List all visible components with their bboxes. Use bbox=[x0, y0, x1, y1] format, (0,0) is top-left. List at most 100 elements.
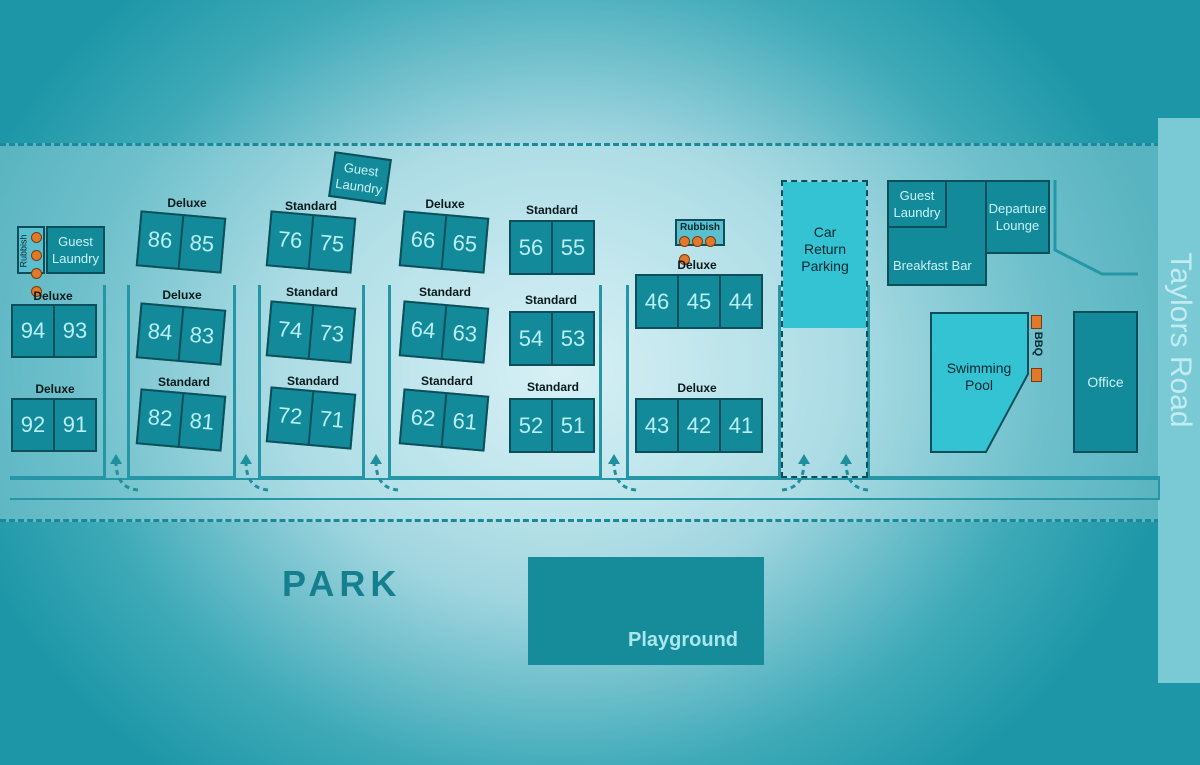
unit-type-label: Deluxe bbox=[677, 381, 717, 395]
arrow-icon bbox=[781, 461, 806, 492]
unit-73[interactable]: 73 bbox=[318, 319, 346, 347]
unit-pair-52-51[interactable]: 52 51 bbox=[509, 398, 595, 453]
unit-pair-72-71[interactable]: 72 71 bbox=[265, 386, 357, 450]
unit-type-label: Standard bbox=[418, 285, 472, 299]
arrow-icon bbox=[612, 461, 637, 492]
lane-wall bbox=[258, 285, 261, 478]
unit-54[interactable]: 54 bbox=[511, 313, 553, 364]
bin-icon bbox=[31, 250, 42, 261]
unit-82[interactable]: 82 bbox=[137, 390, 185, 446]
rubbish-bins-left: Rubbish bbox=[17, 226, 45, 297]
unit-55[interactable]: 55 bbox=[560, 234, 586, 260]
unit-52[interactable]: 52 bbox=[511, 400, 553, 451]
arrow-icon bbox=[844, 461, 869, 492]
unit-94[interactable]: 94 bbox=[13, 306, 55, 356]
unit-85[interactable]: 85 bbox=[188, 229, 216, 257]
driveway bbox=[10, 478, 1160, 500]
unit-42[interactable]: 42 bbox=[679, 400, 721, 451]
guest-laundry-left: Guest Laundry bbox=[46, 226, 105, 274]
car-return-parking-zone bbox=[781, 180, 868, 478]
unit-type-label: Standard bbox=[284, 199, 338, 213]
unit-43[interactable]: 43 bbox=[637, 400, 679, 451]
unit-pair-76-75[interactable]: 76 75 bbox=[265, 210, 357, 274]
bbq-label: BBQ bbox=[1032, 331, 1045, 357]
lane-wall bbox=[867, 285, 870, 478]
unit-81[interactable]: 81 bbox=[188, 407, 216, 435]
row-base bbox=[867, 476, 1160, 479]
unit-56[interactable]: 56 bbox=[511, 222, 553, 273]
unit-61[interactable]: 61 bbox=[451, 407, 479, 435]
unit-type-label: Deluxe bbox=[167, 196, 207, 210]
unit-65[interactable]: 65 bbox=[451, 229, 479, 257]
unit-pair-66-65[interactable]: 66 65 bbox=[398, 210, 490, 274]
unit-71[interactable]: 71 bbox=[318, 405, 346, 433]
path-line bbox=[1053, 180, 1138, 276]
unit-pair-64-63[interactable]: 64 63 bbox=[398, 300, 490, 364]
lane-wall bbox=[362, 285, 365, 478]
swimming-pool[interactable] bbox=[930, 312, 1035, 454]
car-return-label: Car Return Parking bbox=[801, 224, 849, 274]
rubbish-label-left: Rubbish bbox=[18, 234, 29, 268]
unit-66[interactable]: 66 bbox=[400, 212, 448, 268]
guest-laundry-right: Guest Laundry bbox=[887, 180, 947, 228]
unit-type-label: Deluxe bbox=[162, 288, 202, 302]
unit-72[interactable]: 72 bbox=[267, 388, 315, 444]
rubbish-bins-mid: Rubbish bbox=[675, 219, 725, 265]
bin-icon bbox=[31, 286, 42, 297]
unit-76[interactable]: 76 bbox=[267, 212, 315, 268]
lane-wall bbox=[388, 285, 391, 478]
unit-93[interactable]: 93 bbox=[62, 318, 88, 343]
boundary-bottom bbox=[0, 519, 1160, 522]
bin-icon bbox=[31, 268, 42, 279]
unit-pair-86-85[interactable]: 86 85 bbox=[135, 210, 227, 274]
lane-wall bbox=[599, 285, 602, 478]
unit-91[interactable]: 91 bbox=[62, 412, 88, 437]
car-return-parking[interactable]: Car Return Parking bbox=[783, 182, 866, 328]
unit-84[interactable]: 84 bbox=[137, 304, 185, 360]
unit-63[interactable]: 63 bbox=[451, 319, 479, 347]
unit-type-label: Standard bbox=[157, 375, 211, 389]
unit-51[interactable]: 51 bbox=[560, 412, 586, 438]
arrow-icon bbox=[374, 461, 399, 492]
unit-pair-82-81[interactable]: 82 81 bbox=[135, 388, 227, 452]
bin-icon bbox=[705, 236, 716, 247]
row-base bbox=[388, 476, 602, 479]
row-base bbox=[258, 476, 365, 479]
unit-92[interactable]: 92 bbox=[13, 400, 55, 450]
unit-86[interactable]: 86 bbox=[137, 212, 185, 268]
unit-75[interactable]: 75 bbox=[318, 229, 346, 257]
unit-type-label: Standard bbox=[285, 285, 339, 299]
unit-pair-56-55[interactable]: 56 55 bbox=[509, 220, 595, 275]
unit-type-label: Deluxe bbox=[33, 289, 73, 303]
boundary-top bbox=[0, 143, 1160, 146]
unit-pair-54-53[interactable]: 54 53 bbox=[509, 311, 595, 366]
unit-type-label: Standard bbox=[525, 203, 579, 217]
unit-41[interactable]: 41 bbox=[728, 412, 754, 438]
unit-44[interactable]: 44 bbox=[728, 288, 754, 314]
unit-pair-74-73[interactable]: 74 73 bbox=[265, 300, 357, 364]
unit-83[interactable]: 83 bbox=[188, 321, 216, 349]
unit-64[interactable]: 64 bbox=[400, 302, 448, 358]
unit-pair-92-91[interactable]: 92 91 bbox=[11, 398, 97, 452]
unit-62[interactable]: 62 bbox=[400, 390, 448, 446]
unit-53[interactable]: 53 bbox=[560, 325, 586, 351]
unit-block-46-44[interactable]: 46 45 44 bbox=[635, 274, 763, 329]
arrow-icon bbox=[114, 461, 139, 492]
unit-45[interactable]: 45 bbox=[679, 276, 721, 327]
unit-pair-62-61[interactable]: 62 61 bbox=[398, 388, 490, 452]
lane-wall bbox=[626, 285, 629, 478]
unit-pair-84-83[interactable]: 84 83 bbox=[135, 302, 227, 366]
bin-icon bbox=[31, 232, 42, 243]
bbq-grill-icon bbox=[1031, 368, 1042, 382]
unit-pair-94-93[interactable]: 94 93 bbox=[11, 304, 97, 358]
unit-type-label: Deluxe bbox=[425, 197, 465, 211]
unit-74[interactable]: 74 bbox=[267, 302, 315, 358]
taylors-road-strip bbox=[1158, 118, 1200, 683]
row-base bbox=[127, 476, 236, 479]
unit-block-43-41[interactable]: 43 42 41 bbox=[635, 398, 763, 453]
lane-wall bbox=[778, 285, 781, 478]
office[interactable]: Office bbox=[1073, 311, 1138, 453]
unit-46[interactable]: 46 bbox=[637, 276, 679, 327]
playground[interactable]: Playground bbox=[528, 557, 764, 665]
